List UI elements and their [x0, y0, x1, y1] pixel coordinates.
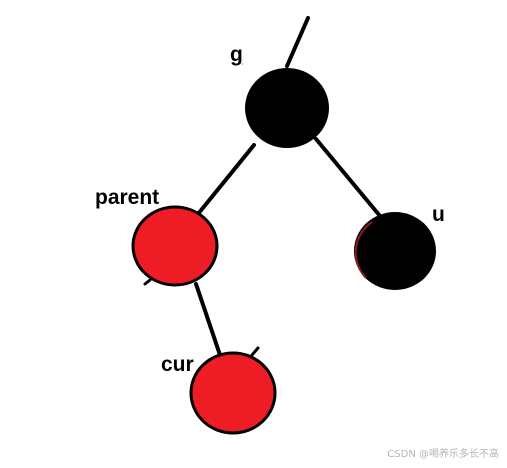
node-g — [245, 68, 329, 148]
node-parent-stroke-tail — [143, 278, 152, 286]
edge-root-to-g — [285, 16, 310, 68]
label-u: u — [432, 203, 445, 226]
label-g: g — [230, 43, 243, 66]
node-u-red-arc — [354, 221, 373, 279]
label-parent: parent — [95, 186, 160, 209]
node-u — [354, 212, 436, 290]
edge-g-to-u — [314, 137, 382, 218]
watermark-text: CSDN @喝养乐多长不高 — [387, 449, 499, 460]
edge-parent-to-cur — [194, 282, 222, 357]
edge-g-to-parent — [196, 143, 256, 216]
node-cur-stroke-tail — [250, 346, 260, 357]
node-cur — [189, 351, 277, 435]
label-cur: cur — [161, 353, 194, 376]
node-parent — [131, 205, 219, 287]
